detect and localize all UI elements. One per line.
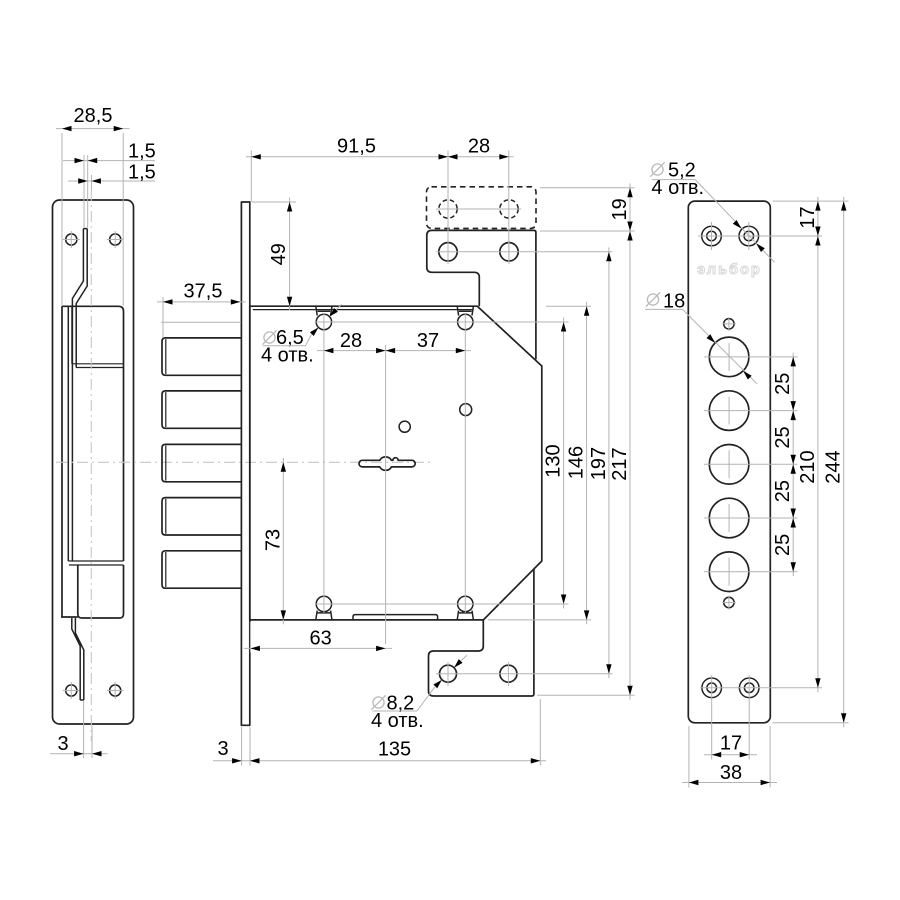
svg-text:135: 135: [378, 739, 411, 761]
svg-text:28,5: 28,5: [74, 105, 113, 127]
svg-text:130: 130: [543, 444, 565, 477]
svg-text:73: 73: [262, 529, 284, 551]
svg-text:28: 28: [468, 135, 490, 157]
svg-text:18: 18: [663, 291, 685, 313]
svg-text:25: 25: [772, 373, 794, 395]
svg-text:8,2: 8,2: [387, 693, 415, 715]
svg-text:3: 3: [217, 738, 228, 760]
svg-text:4 отв.: 4 отв.: [371, 710, 424, 732]
svg-text:49: 49: [268, 243, 290, 265]
svg-text:4 отв.: 4 отв.: [261, 345, 314, 367]
svg-text:25: 25: [772, 426, 794, 448]
svg-text:25: 25: [772, 480, 794, 502]
svg-text:28: 28: [340, 330, 362, 352]
svg-text:217: 217: [609, 447, 631, 480]
svg-text:37: 37: [417, 330, 439, 352]
svg-text:146: 146: [566, 446, 588, 479]
svg-text:63: 63: [309, 627, 331, 649]
svg-text:37,5: 37,5: [184, 281, 223, 303]
svg-text:197: 197: [588, 447, 610, 480]
svg-text:эльбор: эльбор: [697, 262, 761, 278]
svg-text:38: 38: [720, 762, 742, 784]
svg-text:25: 25: [772, 534, 794, 556]
svg-text:210: 210: [797, 450, 819, 483]
svg-text:5,2: 5,2: [668, 160, 696, 182]
svg-text:17: 17: [720, 733, 742, 755]
svg-text:17: 17: [797, 206, 819, 228]
svg-text:4 отв.: 4 отв.: [651, 177, 704, 199]
svg-text:244: 244: [823, 450, 845, 483]
svg-text:91,5: 91,5: [337, 135, 376, 157]
svg-text:1,5: 1,5: [128, 141, 156, 163]
svg-text:3: 3: [57, 733, 68, 755]
svg-text:19: 19: [609, 198, 631, 220]
svg-text:6,5: 6,5: [276, 327, 304, 349]
svg-text:1,5: 1,5: [128, 162, 156, 184]
